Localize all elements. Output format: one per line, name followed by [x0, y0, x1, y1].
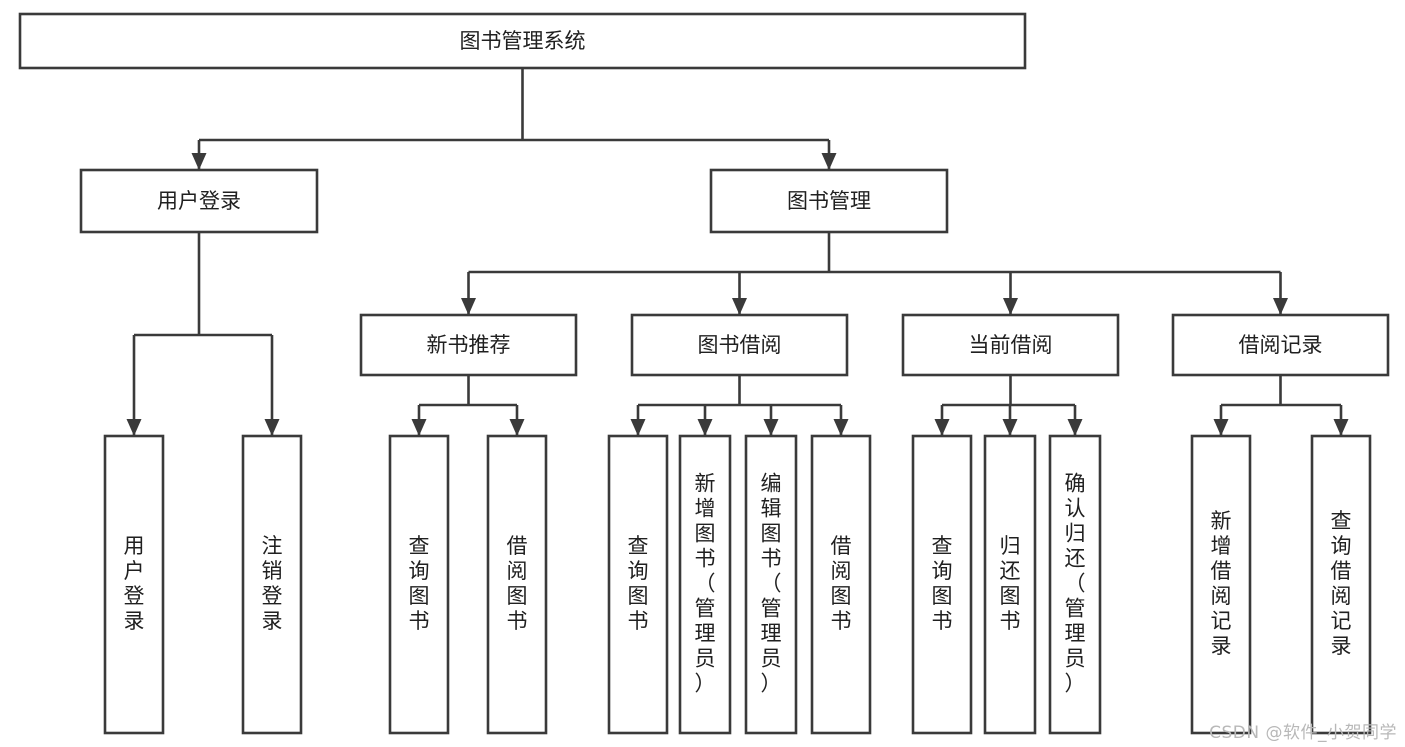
node-box-l3_2	[901, 313, 1120, 377]
node-box-leaf_7	[810, 434, 872, 735]
node-leaf_10[interactable]: 确认归还（管理员）	[1048, 434, 1102, 735]
node-box-leaf_6	[744, 434, 798, 735]
node-leaf_0[interactable]: 用户登录	[103, 434, 165, 735]
node-label-leaf_9: 归还图书	[1000, 534, 1021, 633]
node-leaf_9[interactable]: 归还图书	[983, 434, 1037, 735]
node-leaf_4[interactable]: 查询图书	[607, 434, 669, 735]
node-label-l3_2: 当前借阅	[969, 333, 1053, 357]
node-box-leaf_12	[1310, 434, 1372, 735]
node-box-leaf_2	[388, 434, 450, 735]
node-l3_1[interactable]: 图书借阅	[630, 313, 849, 377]
node-label-leaf_10: 确认归还（管理员）	[1065, 472, 1086, 696]
node-label-l2_1: 图书管理	[787, 189, 871, 213]
node-leaf_7[interactable]: 借阅图书	[810, 434, 872, 735]
node-l3_0[interactable]: 新书推荐	[359, 313, 578, 377]
node-label-leaf_8: 查询图书	[932, 534, 953, 633]
node-label-leaf_5: 新增图书（管理员）	[695, 472, 716, 696]
csdn-watermark: CSDN @软件_小贺同学	[1209, 723, 1397, 743]
node-leaf_12[interactable]: 查询借阅记录	[1310, 434, 1372, 735]
node-box-leaf_8	[911, 434, 973, 735]
node-label-l3_0: 新书推荐	[427, 333, 511, 357]
node-box-root	[18, 12, 1027, 70]
node-l3_2[interactable]: 当前借阅	[901, 313, 1120, 377]
node-leaf_5[interactable]: 新增图书（管理员）	[678, 434, 732, 735]
node-box-leaf_11	[1190, 434, 1252, 735]
node-label-root: 图书管理系统	[460, 29, 586, 53]
node-label-leaf_4: 查询图书	[628, 534, 649, 633]
node-label-leaf_3: 借阅图书	[507, 534, 528, 633]
node-leaf_3[interactable]: 借阅图书	[486, 434, 548, 735]
node-leaf_1[interactable]: 注销登录	[241, 434, 303, 735]
node-label-leaf_7: 借阅图书	[831, 534, 852, 633]
node-box-leaf_5	[678, 434, 732, 735]
node-root[interactable]: 图书管理系统	[18, 12, 1027, 70]
node-box-leaf_9	[983, 434, 1037, 735]
node-box-leaf_0	[103, 434, 165, 735]
node-box-l2_1	[709, 168, 949, 234]
node-l2_1[interactable]: 图书管理	[709, 168, 949, 234]
node-l2_0[interactable]: 用户登录	[79, 168, 319, 234]
node-box-l3_3	[1171, 313, 1390, 377]
node-leaf_6[interactable]: 编辑图书（管理员）	[744, 434, 798, 735]
node-box-leaf_10	[1048, 434, 1102, 735]
node-label-leaf_6: 编辑图书（管理员）	[761, 472, 782, 696]
node-l3_3[interactable]: 借阅记录	[1171, 313, 1390, 377]
node-leaf_8[interactable]: 查询图书	[911, 434, 973, 735]
node-label-leaf_12: 查询借阅记录	[1331, 509, 1352, 658]
node-box-leaf_1	[241, 434, 303, 735]
node-label-l3_3: 借阅记录	[1239, 333, 1323, 357]
node-box-leaf_4	[607, 434, 669, 735]
node-box-l3_0	[359, 313, 578, 377]
node-box-l2_0	[79, 168, 319, 234]
node-label-leaf_1: 注销登录	[262, 534, 283, 633]
node-label-l2_0: 用户登录	[157, 189, 241, 213]
node-leaf_11[interactable]: 新增借阅记录	[1190, 434, 1252, 735]
node-box-l3_1	[630, 313, 849, 377]
node-label-l3_1: 图书借阅	[698, 333, 782, 357]
node-label-leaf_11: 新增借阅记录	[1211, 509, 1232, 658]
node-label-leaf_0: 用户登录	[124, 534, 145, 633]
node-leaf_2[interactable]: 查询图书	[388, 434, 450, 735]
node-box-leaf_3	[486, 434, 548, 735]
node-label-leaf_2: 查询图书	[409, 534, 430, 633]
